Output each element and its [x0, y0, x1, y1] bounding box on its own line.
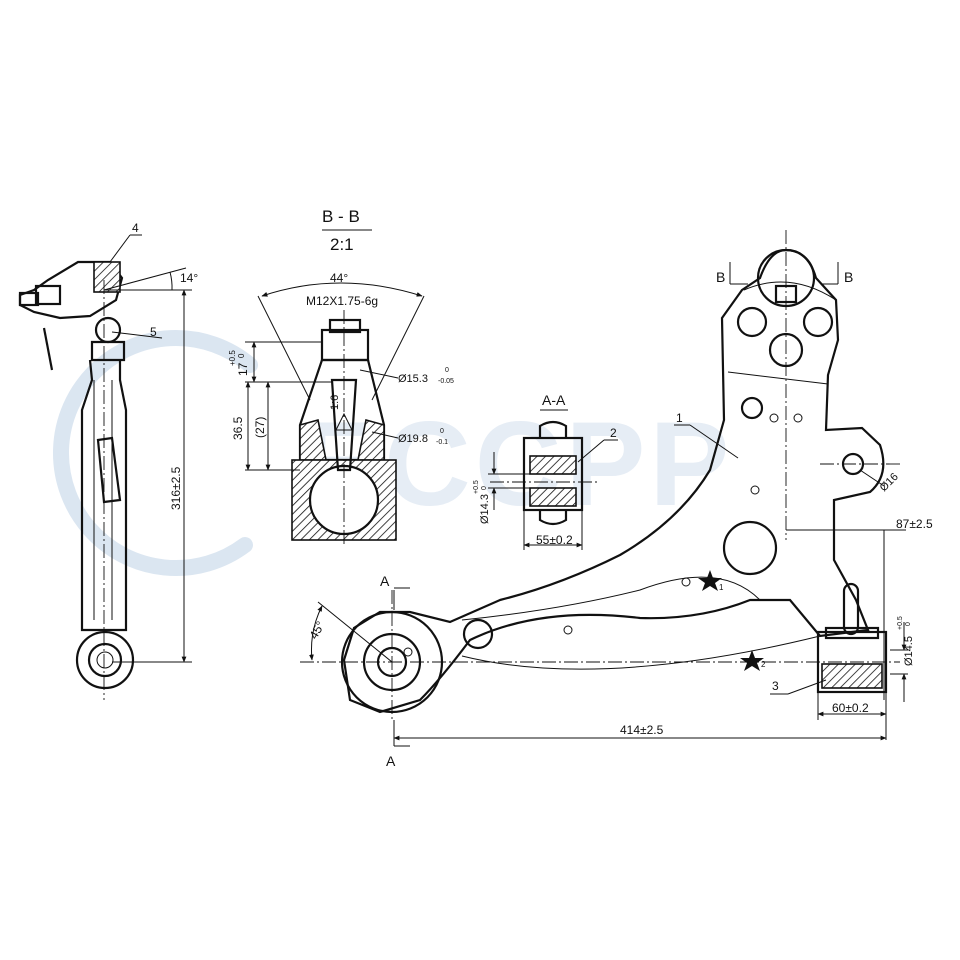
taper-label: 1:6	[329, 395, 341, 410]
callout-4: 4	[132, 221, 139, 235]
section-aa-view: A-A Ø14.3 +0.5 0 55±0.2 2	[473, 392, 618, 550]
dim-45deg: 45°	[306, 619, 327, 642]
section-bb-title: B - B	[322, 207, 360, 226]
dim-60: 60±0.2	[832, 701, 869, 715]
angle-44: 44°	[330, 271, 348, 285]
side-view: 14° 316±2.5 4 5	[18, 221, 198, 700]
dim-d15-3-tol-lo: -0.05	[438, 378, 454, 385]
dim-d14-3: Ø14.3	[479, 494, 491, 524]
callout-1: 1	[676, 411, 683, 425]
star-1-index: 1	[719, 583, 724, 592]
dim-d15-3: Ø15.3	[398, 373, 428, 385]
dim-d19-8: Ø19.8	[398, 433, 428, 445]
dim-d19-8-tol-hi: 0	[440, 428, 444, 435]
dim-d14-5-tol: +0.5	[897, 616, 904, 630]
dim-d14-3-tol: +0.5	[473, 480, 480, 494]
dim-d14-5-tol-lo: 0	[905, 622, 912, 626]
dim-87: 87±2.5	[896, 517, 933, 531]
dim-d14-3-tol-lo: 0	[481, 486, 488, 490]
section-aa-title: A-A	[542, 392, 566, 408]
dim-17-tol: +0.5	[228, 350, 237, 366]
dim-d19-8-tol-lo: -0.1	[436, 439, 448, 446]
section-bb-view: B - B 2:1 44° M12X1.75-6g 1:6 17 +0.5 0 …	[228, 207, 454, 545]
section-a-bottom: A	[386, 753, 396, 769]
dim-55: 55±0.2	[536, 533, 573, 547]
star-1-icon	[698, 570, 722, 591]
dim-d15-3-tol-hi: 0	[445, 367, 449, 374]
dim-17-tol-lo: 0	[237, 353, 246, 358]
star-2-icon	[740, 650, 764, 671]
thread-label: M12X1.75-6g	[306, 294, 378, 308]
dim-17: 17	[236, 362, 250, 376]
dim-d14-5: Ø14.5	[903, 636, 915, 666]
dim-14deg: 14°	[180, 271, 198, 285]
callout-2: 2	[610, 426, 617, 440]
star-2-index: 2	[761, 660, 766, 669]
section-a-top: A	[380, 573, 390, 589]
dim-36-5: 36.5	[231, 416, 245, 440]
callout-5: 5	[150, 325, 157, 339]
dim-316: 316±2.5	[169, 466, 183, 510]
callout-3: 3	[772, 679, 779, 693]
section-b-left: B	[716, 269, 725, 285]
section-bb-scale: 2:1	[330, 235, 354, 254]
section-b-right: B	[844, 269, 853, 285]
dim-27: (27)	[253, 417, 267, 438]
dim-414: 414±2.5	[620, 723, 664, 737]
